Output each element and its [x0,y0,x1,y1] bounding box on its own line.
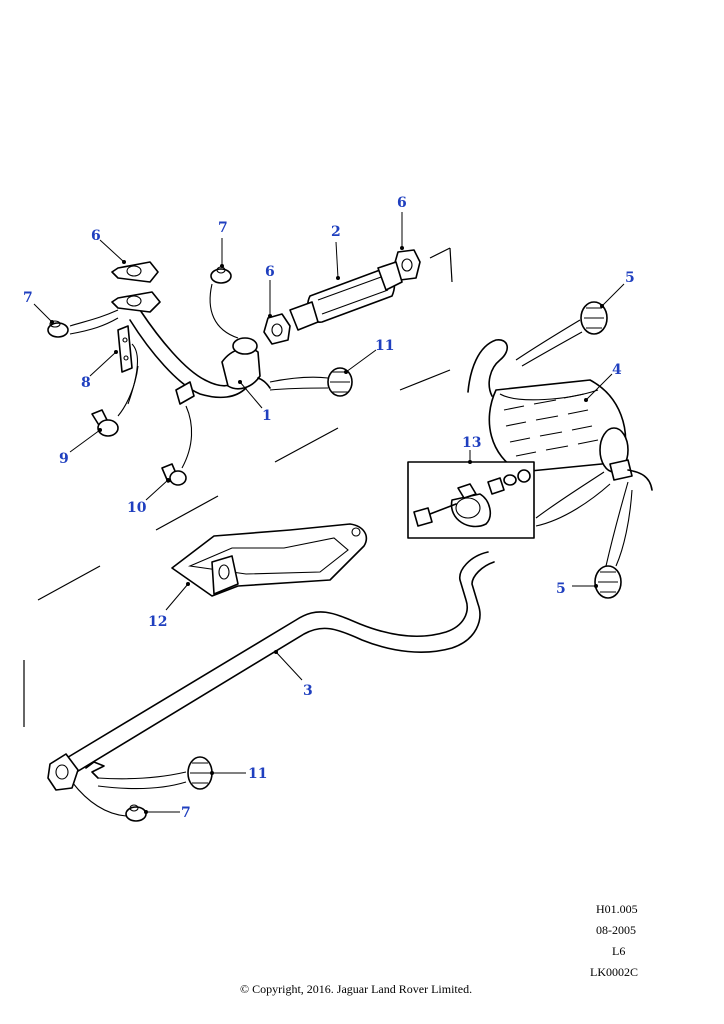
revision-date: 08-2005 [596,923,636,937]
callout-2: 2 [331,224,341,240]
reference-number: H01.005 [596,902,638,916]
callout-5-upper: 5 [625,270,635,286]
nut-lower[interactable] [71,781,180,822]
callout-labels: 1 2 3 4 5 5 6 6 6 7 7 7 8 9 10 11 11 12 … [23,195,635,821]
heat-shield[interactable] [165,523,368,611]
callout-3: 3 [303,683,313,699]
guide-lines [23,247,453,727]
intermediate-pipe[interactable] [47,551,495,791]
front-down-pipe[interactable] [129,309,271,409]
copyright-notice: © Copyright, 2016. Jaguar Land Rover Lim… [240,982,473,996]
rear-silencer[interactable] [467,339,653,491]
nut-upper-left[interactable] [33,303,119,338]
silencer-mounting-lower[interactable] [572,481,633,599]
bolt-large[interactable] [69,365,139,453]
catalytic-converter[interactable] [289,241,403,331]
engine-variant: L6 [612,944,626,958]
gasket-cat-inlet[interactable] [263,280,291,345]
callout-6-left: 6 [91,228,101,244]
callout-7-left: 7 [23,290,33,306]
clamp-kit[interactable] [407,450,611,539]
bolt-small[interactable] [145,405,193,501]
silencer-mounting-upper[interactable] [515,283,625,367]
callout-7-lower: 7 [181,805,191,821]
callout-13: 13 [462,435,481,451]
callout-4: 4 [612,362,622,378]
callout-6-right: 6 [397,195,407,211]
diagram-code: LK0002C [590,965,638,979]
callout-11-lower: 11 [248,766,267,782]
callout-9: 9 [59,451,69,467]
callout-5-lower: 5 [556,581,566,597]
callout-11-upper: 11 [375,338,394,354]
gasket-front[interactable] [99,239,161,313]
mounting-bracket[interactable] [89,325,139,405]
rubber-mounting-rear-pipe[interactable] [97,756,246,790]
callout-8: 8 [81,375,91,391]
callout-1: 1 [262,408,272,424]
nut-upper-center[interactable] [209,238,239,339]
callout-7-center: 7 [218,220,228,236]
rubber-mounting-front[interactable] [269,349,377,397]
callout-12: 12 [148,614,167,630]
callout-6-center: 6 [265,264,275,280]
callout-10: 10 [127,500,147,516]
